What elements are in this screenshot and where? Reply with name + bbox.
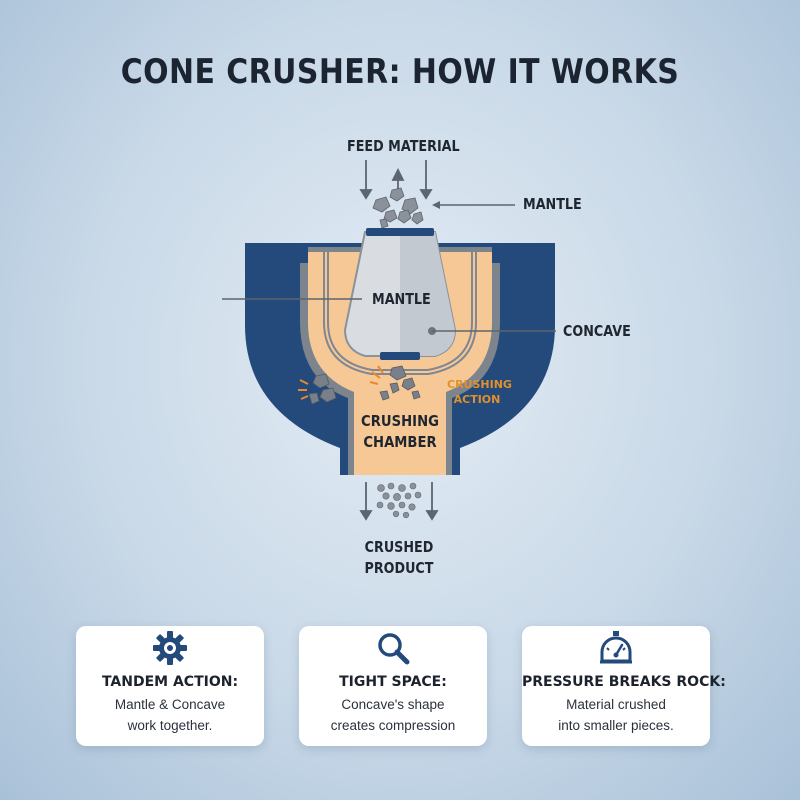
crushing-rocks-left: [308, 373, 337, 405]
info-card-tight-space: TIGHT SPACE: Concave's shape creates com…: [299, 626, 487, 746]
info-card-pressure-breaks-rock: PRESSURE BREAKS ROCK: Material crushed i…: [522, 626, 726, 746]
impact-spark-center: [369, 365, 384, 385]
card-title: TANDEM ACTION:: [101, 674, 239, 690]
info-card-tandem-action: TANDEM ACTION: Mantle & Concave work tog…: [76, 626, 264, 746]
gear-icon: [153, 631, 187, 665]
feed-rocks: [372, 187, 424, 229]
pressure-gauge-icon: [600, 631, 632, 664]
page-title: CONE CRUSHER: HOW IT WORKS: [120, 52, 680, 92]
output-arrows: [359, 482, 439, 521]
card-body: Concave's shape creates compression: [330, 697, 456, 733]
crushing-action-label: CRUSHING ACTION: [447, 378, 512, 406]
card-body: Material crushed into smaller pieces.: [558, 697, 674, 733]
mantle-top-label: MANTLE: [523, 195, 582, 213]
crushed-product-label: CRUSHED PRODUCT: [364, 538, 434, 577]
concave-label: CONCAVE: [563, 322, 631, 340]
crushing-chamber-label: CRUSHING CHAMBER: [361, 412, 439, 451]
crushed-product: [376, 482, 422, 519]
feed-material-label: FEED MATERIAL: [347, 137, 460, 155]
crushing-rocks-center: [379, 365, 421, 401]
card-title: TIGHT SPACE:: [339, 674, 447, 690]
feed-arrows: [359, 160, 433, 200]
mantle-label: MANTLE: [372, 290, 431, 308]
card-title: PRESSURE BREAKS ROCK:: [522, 674, 726, 690]
impact-spark-left: [298, 379, 309, 400]
card-body: Mantle & Concave work together.: [114, 697, 226, 733]
magnifier-icon: [378, 633, 410, 665]
